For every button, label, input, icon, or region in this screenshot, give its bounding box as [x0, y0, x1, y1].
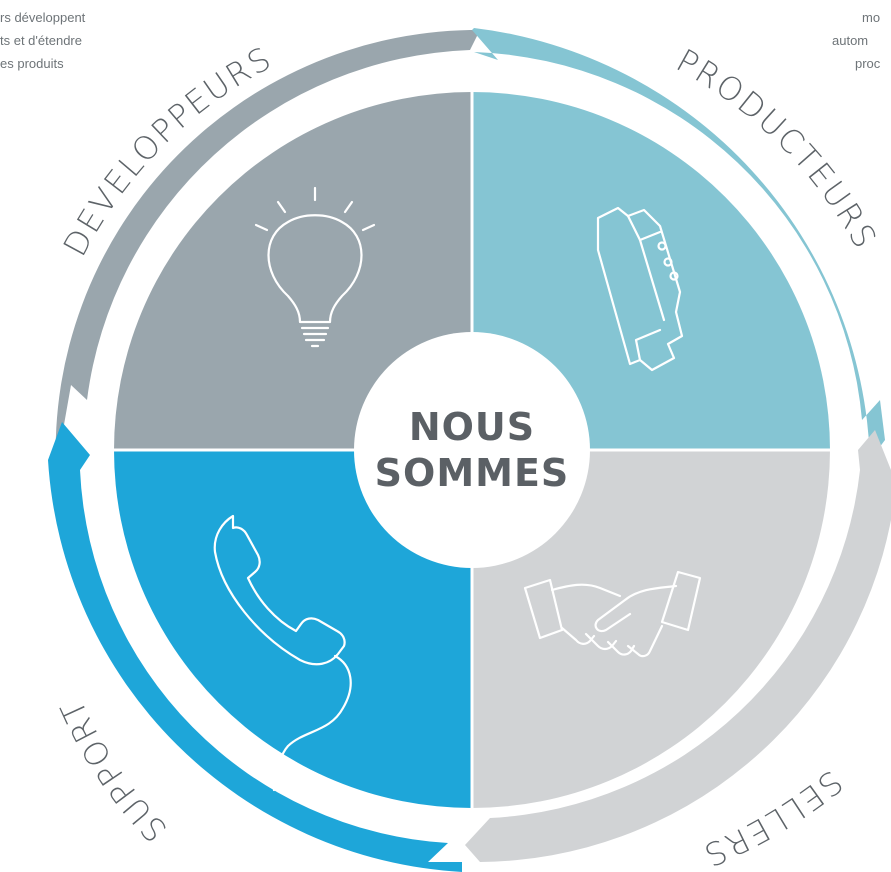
right-description-line: mo	[862, 10, 881, 25]
left-description: rs développent ts et d'étendre es produi…	[0, 6, 85, 75]
center-title-line2: SOMMES	[375, 451, 570, 495]
right-description-line: proc	[855, 56, 881, 71]
din-rail-module-icon	[596, 206, 684, 372]
center-title-line1: NOUS	[409, 405, 535, 449]
center-circle	[354, 332, 590, 568]
producteurs-arrow	[472, 28, 885, 460]
left-description-line: es produits	[0, 56, 64, 71]
light-bulb-icon	[254, 186, 376, 348]
quadrant-sellers	[472, 450, 830, 808]
telephone-handset-icon	[213, 514, 352, 792]
left-description-line: rs développent	[0, 10, 86, 25]
handshake-icon	[523, 570, 702, 658]
sellers-arrow	[465, 430, 891, 862]
support-arrow	[48, 422, 462, 872]
right-description: mo autom proc	[800, 6, 891, 75]
right-description-line: autom	[832, 33, 869, 48]
quadrant-producteurs	[472, 92, 830, 450]
left-description-line: ts et d'étendre	[0, 33, 82, 48]
quadrant-developpeurs	[114, 92, 472, 450]
